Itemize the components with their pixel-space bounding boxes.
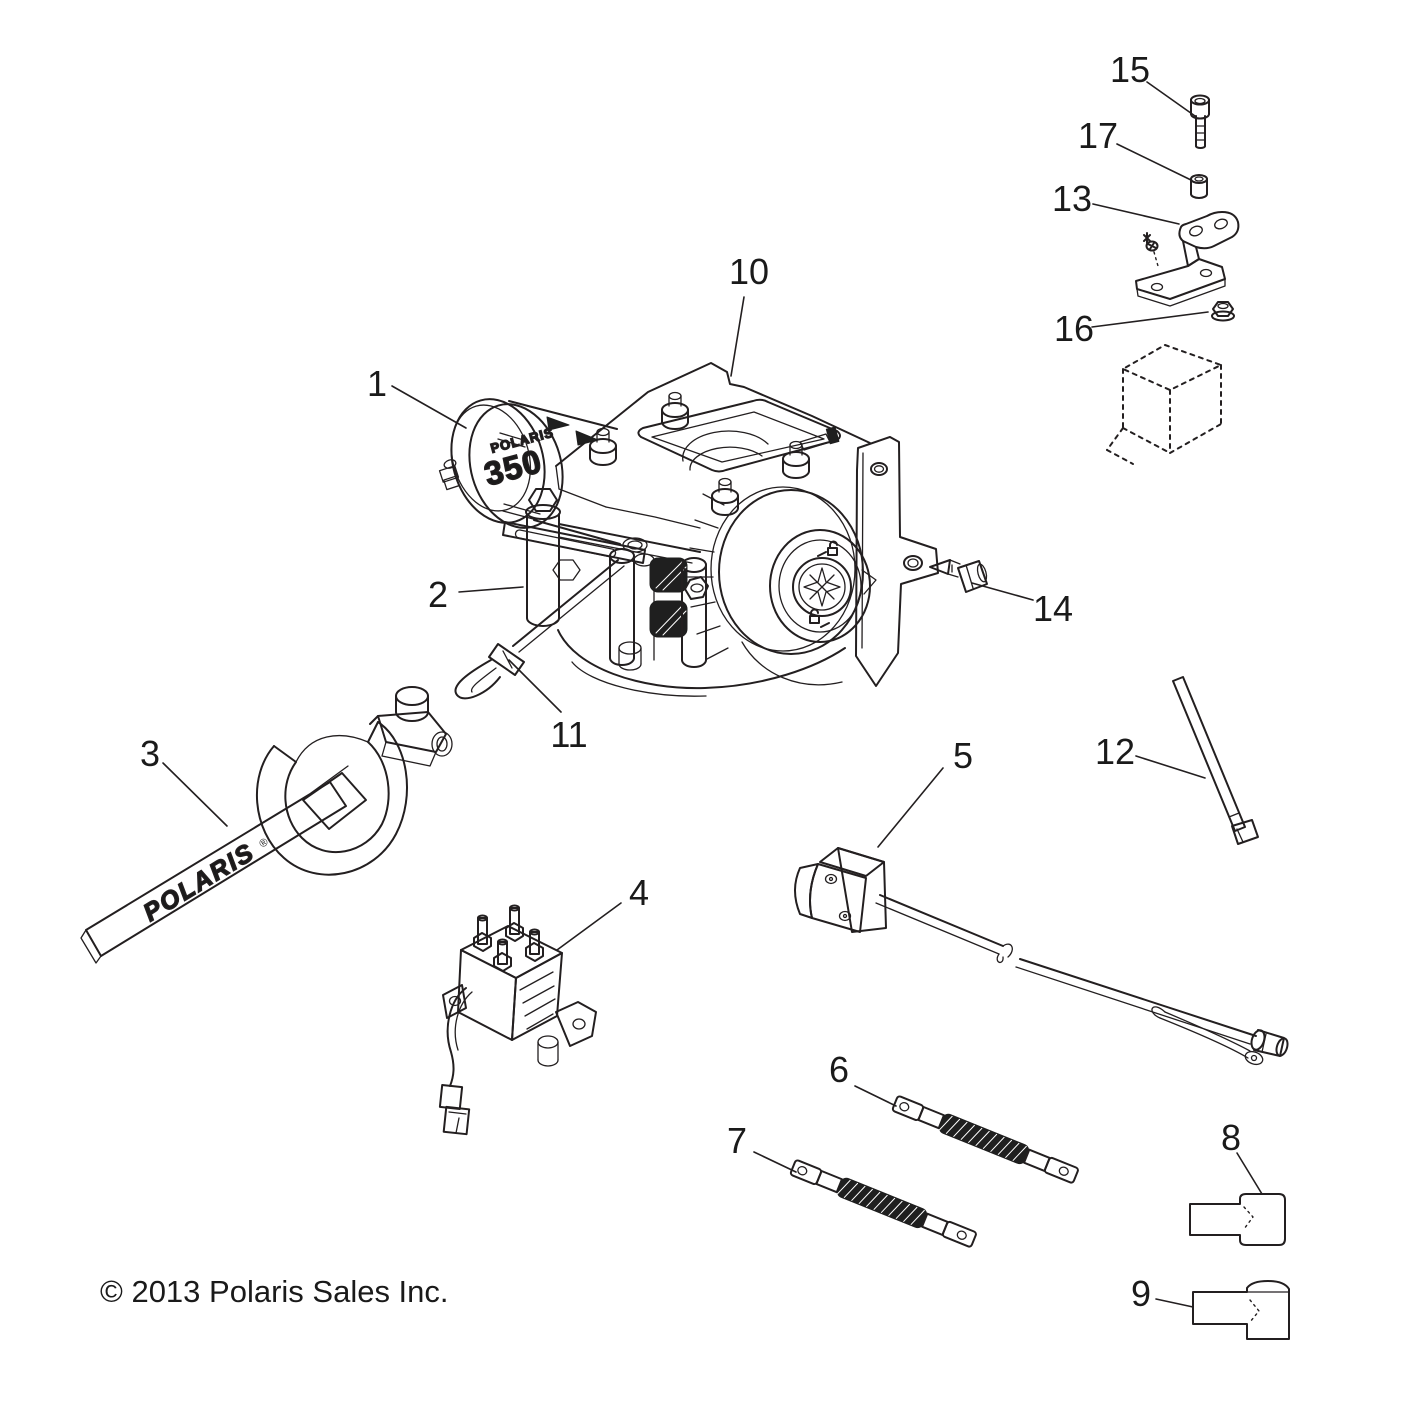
terminal-boot-9	[1192, 1280, 1290, 1340]
callout-number-8: 8	[1221, 1117, 1241, 1158]
callout-number-15: 15	[1110, 49, 1150, 90]
harness-connector	[1250, 1029, 1289, 1057]
callout-flange-bolt: 14	[971, 582, 1073, 629]
callout-winch-frame: 2	[428, 574, 524, 615]
callout-number-7: 7	[727, 1120, 747, 1161]
hook-clevis	[369, 686, 453, 767]
callout-number-13: 13	[1052, 178, 1092, 219]
callout-number-1: 1	[367, 363, 387, 404]
callout-number-11: 11	[550, 714, 587, 755]
callout-solenoid: 4	[556, 872, 649, 951]
terminal-boot-8	[1189, 1193, 1286, 1246]
standoff-boss	[589, 427, 617, 466]
cable-loop	[454, 559, 625, 700]
winch-frame	[502, 488, 846, 697]
copyright-text: © 2013 Polaris Sales Inc.	[100, 1274, 449, 1309]
callout-battery-cable-b: 7	[727, 1120, 797, 1173]
winch-motor: POLARIS 350	[438, 398, 621, 545]
callout-number-5: 5	[953, 735, 973, 776]
callout-leader-13	[1092, 203, 1180, 225]
callout-terminal-boot-b: 9	[1131, 1273, 1194, 1314]
callout-number-17: 17	[1078, 115, 1118, 156]
bracket-13	[1135, 211, 1240, 307]
callout-leader-1	[391, 385, 467, 429]
callout-spacer: 17	[1078, 115, 1192, 181]
callout-number-3: 3	[140, 733, 160, 774]
callout-number-9: 9	[1131, 1273, 1151, 1314]
lock-icon	[809, 608, 830, 628]
callout-leader-3	[162, 762, 228, 827]
mount-plate	[555, 362, 871, 529]
side-bracket	[855, 436, 939, 687]
callout-winch-motor: 1	[367, 363, 467, 429]
callout-switch-harness: 5	[877, 735, 973, 848]
flange-nut-16	[1211, 301, 1235, 322]
motor-terminal	[438, 459, 460, 491]
callout-flange-nut: 16	[1054, 308, 1209, 349]
callout-leader-11	[508, 659, 562, 713]
callout-hook-strap: 3	[140, 733, 228, 827]
winch-assembly: POLARIS 350	[438, 362, 939, 700]
standoff-boss	[782, 440, 810, 479]
bracket-screw	[1143, 232, 1159, 267]
switch-harness	[794, 847, 1289, 1066]
callout-socket-bolt: 15	[1110, 49, 1196, 117]
callout-leader-8	[1236, 1152, 1263, 1195]
hook	[255, 721, 408, 876]
strap: POLARIS ®	[80, 765, 367, 964]
callout-number-10: 10	[729, 251, 769, 292]
phantom-box	[1106, 344, 1222, 465]
callout-terminal-boot-a: 8	[1221, 1117, 1263, 1195]
motor-model-text: 350	[480, 442, 546, 493]
callout-number-4: 4	[629, 872, 649, 913]
standoff-boss	[661, 391, 689, 430]
callout-mount-plate: 10	[729, 251, 769, 377]
callout-number-2: 2	[428, 574, 448, 615]
callout-number-6: 6	[829, 1049, 849, 1090]
callout-leader-14	[971, 582, 1034, 601]
callout-leader-2	[458, 586, 524, 593]
callout-leader-4	[556, 902, 622, 951]
callout-number-14: 14	[1033, 588, 1073, 629]
callout-leader-17	[1116, 143, 1192, 181]
hook-strap-assembly: POLARIS ®	[80, 686, 453, 964]
callout-leader-6	[854, 1085, 897, 1107]
battery-cable-7	[789, 1159, 977, 1248]
callout-number-16: 16	[1054, 308, 1094, 349]
callout-handle-rod: 12	[1095, 731, 1206, 779]
callout-leader-9	[1155, 1298, 1194, 1308]
battery-cable-6	[891, 1095, 1079, 1184]
solenoid	[438, 904, 597, 1136]
callout-leader-16	[1091, 311, 1209, 328]
callout-leader-15	[1146, 81, 1196, 117]
callout-battery-cable-a: 6	[829, 1049, 897, 1107]
callout-cable-loop: 11	[508, 659, 588, 755]
unlock-icon	[817, 540, 838, 557]
socket-bolt-15	[1190, 94, 1210, 149]
flange-bolt-14	[929, 559, 988, 593]
callout-number-12: 12	[1095, 731, 1135, 772]
solenoid-connector	[438, 1084, 471, 1136]
strap-brand-text: POLARIS	[139, 838, 260, 927]
callout-leader-12	[1135, 755, 1206, 779]
standoff-boss	[711, 477, 739, 516]
spacer-17	[1190, 174, 1208, 199]
callout-leader-5	[877, 767, 944, 848]
callout-bracket: 13	[1052, 178, 1180, 225]
callout-leader-7	[753, 1151, 797, 1173]
clutch-dial	[687, 486, 877, 686]
solenoid-studs	[473, 904, 544, 972]
callout-leader-10	[730, 296, 745, 377]
handle-rod	[1172, 676, 1259, 845]
